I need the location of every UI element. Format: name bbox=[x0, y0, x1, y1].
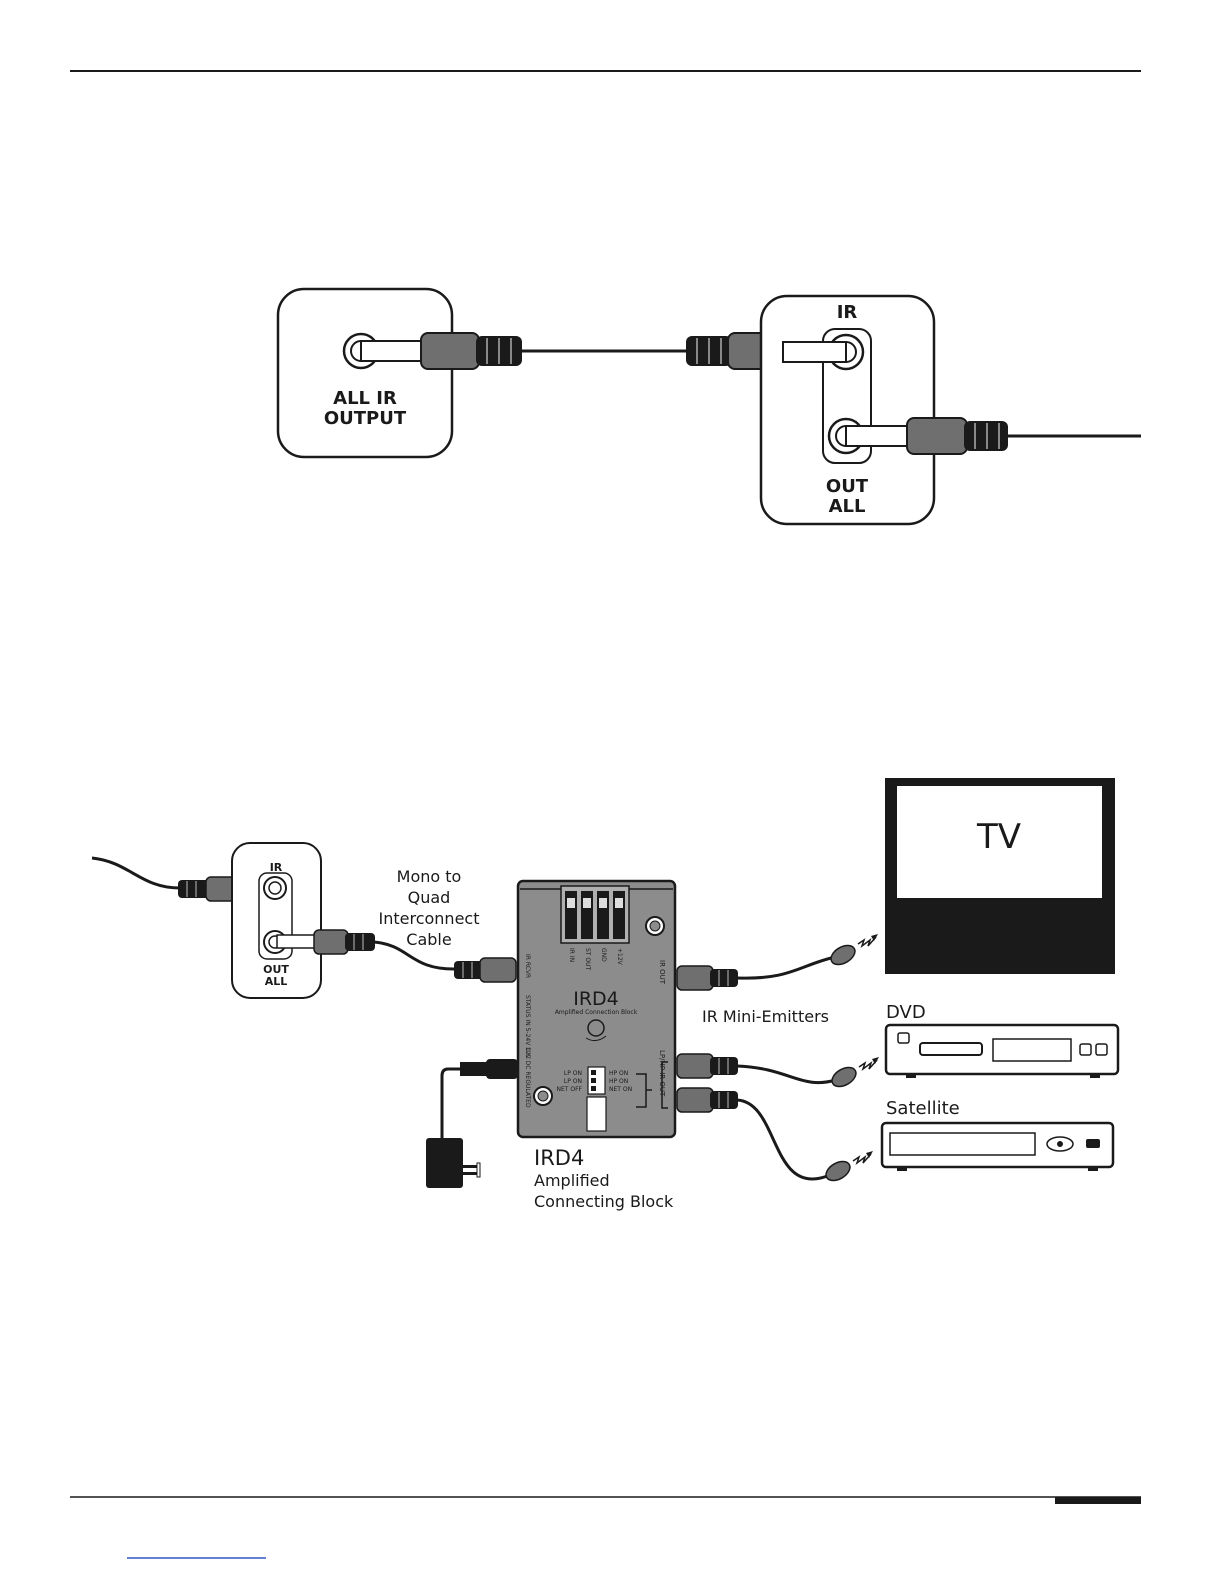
footer-tab bbox=[1055, 1497, 1141, 1504]
out-all-label-2: ALL bbox=[829, 496, 866, 517]
power-plug bbox=[460, 1059, 518, 1079]
emitter-dvd-icon bbox=[829, 1064, 860, 1091]
svg-text:NET ON: NET ON bbox=[609, 1086, 632, 1093]
emitter-plug-satellite bbox=[677, 1088, 738, 1112]
power-adapter-icon bbox=[426, 1138, 480, 1188]
emitter-tv-icon bbox=[828, 942, 859, 969]
svg-text:IR OUT: IR OUT bbox=[658, 960, 666, 985]
ir-label-small: IR bbox=[270, 861, 283, 874]
satellite-label: Satellite bbox=[886, 1098, 960, 1119]
emitter-satellite-icon bbox=[823, 1158, 854, 1185]
out-all-label-small-2: ALL bbox=[265, 975, 288, 988]
all-ir-output-label-2: OUTPUT bbox=[324, 408, 407, 429]
ird4-caption-line2: Connecting Block bbox=[534, 1192, 674, 1211]
emitter-cable-satellite bbox=[737, 1100, 830, 1179]
cable-label-2: Quad bbox=[408, 888, 451, 907]
power-cable bbox=[442, 1069, 462, 1140]
svg-text:12V DC REGULATED: 12V DC REGULATED bbox=[524, 1047, 531, 1108]
emitter-plug-dvd bbox=[677, 1054, 738, 1078]
all-ir-output-panel bbox=[278, 289, 452, 457]
tv-label: TV bbox=[976, 817, 1021, 857]
svg-text:+12V: +12V bbox=[616, 948, 623, 966]
svg-text:GND: GND bbox=[600, 948, 607, 962]
svg-text:HP ON: HP ON bbox=[609, 1070, 628, 1077]
ird4-block-subtitle: Amplified Connection Block bbox=[555, 1009, 638, 1016]
diagram-1: ALL IR OUTPUT IR OUT ALL bbox=[278, 289, 1141, 524]
dip-switch[interactable] bbox=[588, 1067, 605, 1094]
emitter-cable-tv bbox=[737, 957, 835, 978]
svg-text:LP ON: LP ON bbox=[564, 1078, 582, 1085]
all-ir-output-label: ALL IR bbox=[333, 388, 397, 409]
svg-text:IR IN: IR IN bbox=[568, 948, 575, 962]
emitter-plug-tv bbox=[677, 966, 738, 990]
ir-label: IR bbox=[837, 302, 858, 323]
incoming-cable bbox=[92, 858, 180, 888]
out-all-label: OUT bbox=[826, 476, 869, 497]
dip-switch-tab bbox=[587, 1097, 606, 1131]
svg-text:IR RCVR: IR RCVR bbox=[524, 954, 531, 978]
ir-mini-emitters-label: IR Mini-Emitters bbox=[702, 1007, 829, 1026]
svg-text:HP ON: HP ON bbox=[609, 1078, 628, 1085]
ird4-caption-title: IRD4 bbox=[534, 1146, 584, 1170]
ird4-block: IR IN ST OUT GND +12V IR RCVR STATUS IN … bbox=[518, 881, 675, 1137]
cable-label-3: Interconnect bbox=[379, 909, 480, 928]
diagram-2: IR OUT ALL Mono to Quad Interconnect Cab… bbox=[92, 778, 1118, 1211]
svg-text:NET OFF: NET OFF bbox=[557, 1086, 583, 1093]
cable-label-4: Cable bbox=[406, 930, 451, 949]
emitter-cable-dvd bbox=[737, 1066, 836, 1083]
plug-ir-rcvr bbox=[454, 958, 516, 982]
satellite-receiver-icon bbox=[882, 1123, 1113, 1171]
ird4-block-title: IRD4 bbox=[573, 988, 619, 1010]
dvd-label: DVD bbox=[886, 1002, 926, 1023]
dvd-player-icon bbox=[886, 1025, 1118, 1078]
svg-text:ST OUT: ST OUT bbox=[584, 948, 591, 970]
svg-text:LP ON: LP ON bbox=[564, 1070, 582, 1077]
ird4-caption-line1: Amplified bbox=[534, 1171, 610, 1190]
cable-label-1: Mono to bbox=[397, 867, 462, 886]
tv-icon bbox=[885, 778, 1115, 974]
